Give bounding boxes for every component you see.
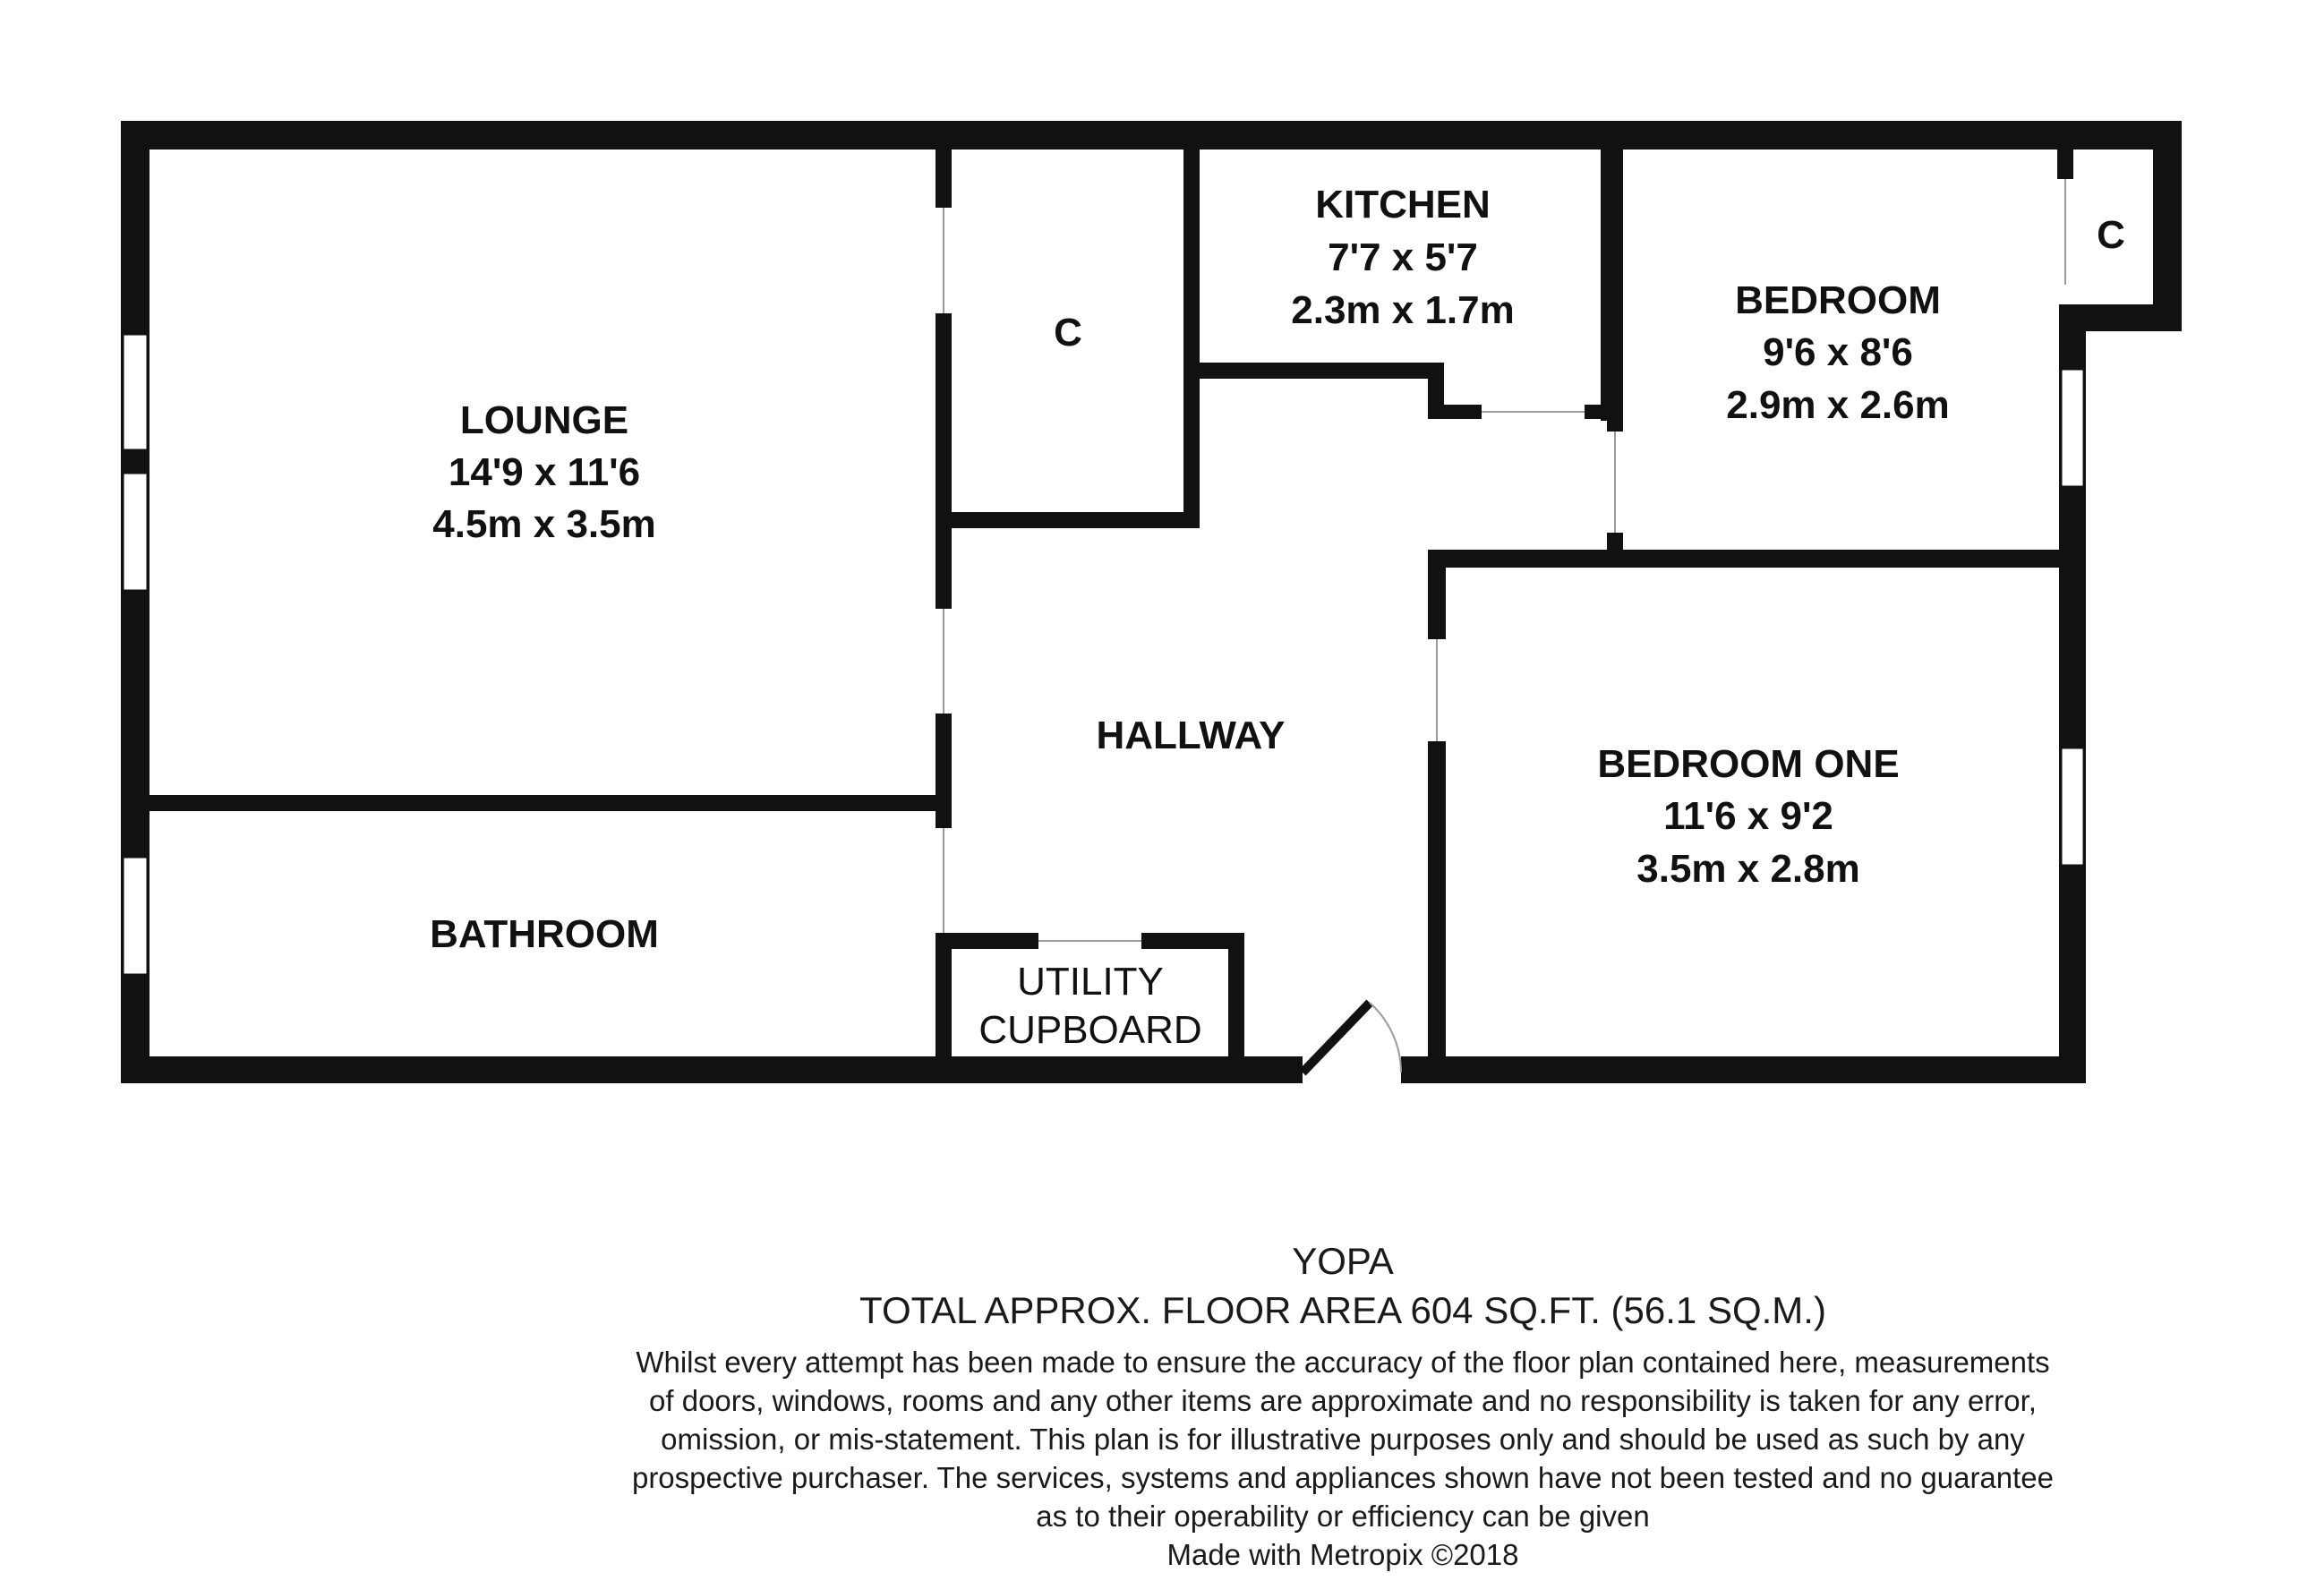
lounge-metric: 4.5m x 3.5m bbox=[432, 502, 656, 546]
entrance-door-swing bbox=[1369, 1002, 1402, 1073]
door-openings bbox=[943, 179, 2066, 942]
outer-wall-top bbox=[121, 121, 2180, 150]
bedroom-imperial: 9'6 x 8'6 bbox=[1763, 330, 1913, 374]
hallway-name: HALLWAY bbox=[1096, 714, 1285, 757]
wall-c-right bbox=[1183, 143, 1200, 528]
outer-wall-bottom-left bbox=[121, 1056, 1303, 1083]
wall-lounge-c-upper bbox=[936, 143, 952, 208]
bedroom-name: BEDROOM bbox=[1735, 278, 1941, 322]
disclaimer-line: omission, or mis-statement. This plan is… bbox=[661, 1423, 2025, 1456]
wall-c-bottom bbox=[952, 512, 1200, 528]
wall-bedroom-left-upper bbox=[1607, 143, 1623, 432]
utility-line1: UTILITY bbox=[1017, 960, 1164, 1004]
wall-kitchen-stub bbox=[1428, 405, 1482, 419]
wall-bedroom-bottom bbox=[1428, 550, 2063, 568]
outer-wall-bottom-right bbox=[1401, 1056, 2086, 1083]
kitchen-metric: 2.3m x 1.7m bbox=[1291, 288, 1515, 332]
window-lounge-lower bbox=[121, 471, 150, 593]
wall-lounge-c-mid bbox=[936, 313, 952, 609]
wall-utility-top-left bbox=[936, 933, 1038, 949]
brand-name: YOPA bbox=[1292, 1240, 1394, 1282]
wall-utility-left bbox=[936, 933, 952, 1076]
wall-bedroom-one-left-upper bbox=[1428, 550, 1446, 639]
room-labels: LOUNGE 14'9 x 11'6 4.5m x 3.5m KITCHEN 7… bbox=[430, 183, 2125, 1052]
window-lounge-upper bbox=[121, 332, 150, 452]
window-bedroom-one bbox=[2059, 746, 2086, 867]
wall-lounge-bathroom bbox=[143, 795, 949, 811]
lounge-name: LOUNGE bbox=[460, 398, 628, 442]
wall-utility-right bbox=[1228, 933, 1244, 1076]
disclaimer-line: prospective purchaser. The services, sys… bbox=[631, 1461, 2055, 1494]
cupboard-mid-name: C bbox=[1054, 311, 1082, 355]
cupboard-right-name: C bbox=[2097, 213, 2125, 257]
window-bedroom bbox=[2059, 367, 2086, 489]
wall-kitchen-bottom bbox=[1200, 363, 1434, 379]
bathroom-name: BATHROOM bbox=[430, 912, 659, 956]
wall-kitchen-step bbox=[1428, 363, 1444, 418]
kitchen-name: KITCHEN bbox=[1315, 183, 1491, 226]
lounge-imperial: 14'9 x 11'6 bbox=[449, 450, 640, 494]
wall-utility-top-right bbox=[1141, 933, 1244, 949]
window-bathroom bbox=[121, 855, 150, 977]
bedroom-metric: 2.9m x 2.6m bbox=[1726, 383, 1950, 427]
kitchen-imperial: 7'7 x 5'7 bbox=[1328, 235, 1478, 279]
disclaimer-line: of doors, windows, rooms and any other i… bbox=[649, 1384, 2037, 1417]
disclaimer-line: Whilst every attempt has been made to en… bbox=[636, 1346, 2050, 1379]
bedroom-one-name: BEDROOM ONE bbox=[1597, 742, 1899, 786]
windows bbox=[121, 332, 2086, 977]
wall-c-right-left-upper bbox=[2057, 143, 2073, 179]
wall-bedroom-one-left-lower bbox=[1428, 741, 1446, 1083]
total-floor-area: TOTAL APPROX. FLOOR AREA 604 SQ.FT. (56.… bbox=[859, 1289, 1826, 1331]
entrance-door bbox=[1299, 999, 1402, 1076]
disclaimer-line: as to their operability or efficiency ca… bbox=[1036, 1500, 1650, 1533]
entrance-door-leaf bbox=[1299, 999, 1373, 1076]
disclaimer: Whilst every attempt has been made to en… bbox=[501, 1343, 2184, 1574]
credit-line: Made with Metropix ©2018 bbox=[1166, 1538, 1519, 1571]
utility-line2: CUPBOARD bbox=[978, 1008, 1201, 1052]
outer-wall-top-right bbox=[2153, 121, 2182, 331]
bedroom-one-imperial: 11'6 x 9'2 bbox=[1663, 794, 1833, 838]
bedroom-one-metric: 3.5m x 2.8m bbox=[1636, 847, 1860, 891]
